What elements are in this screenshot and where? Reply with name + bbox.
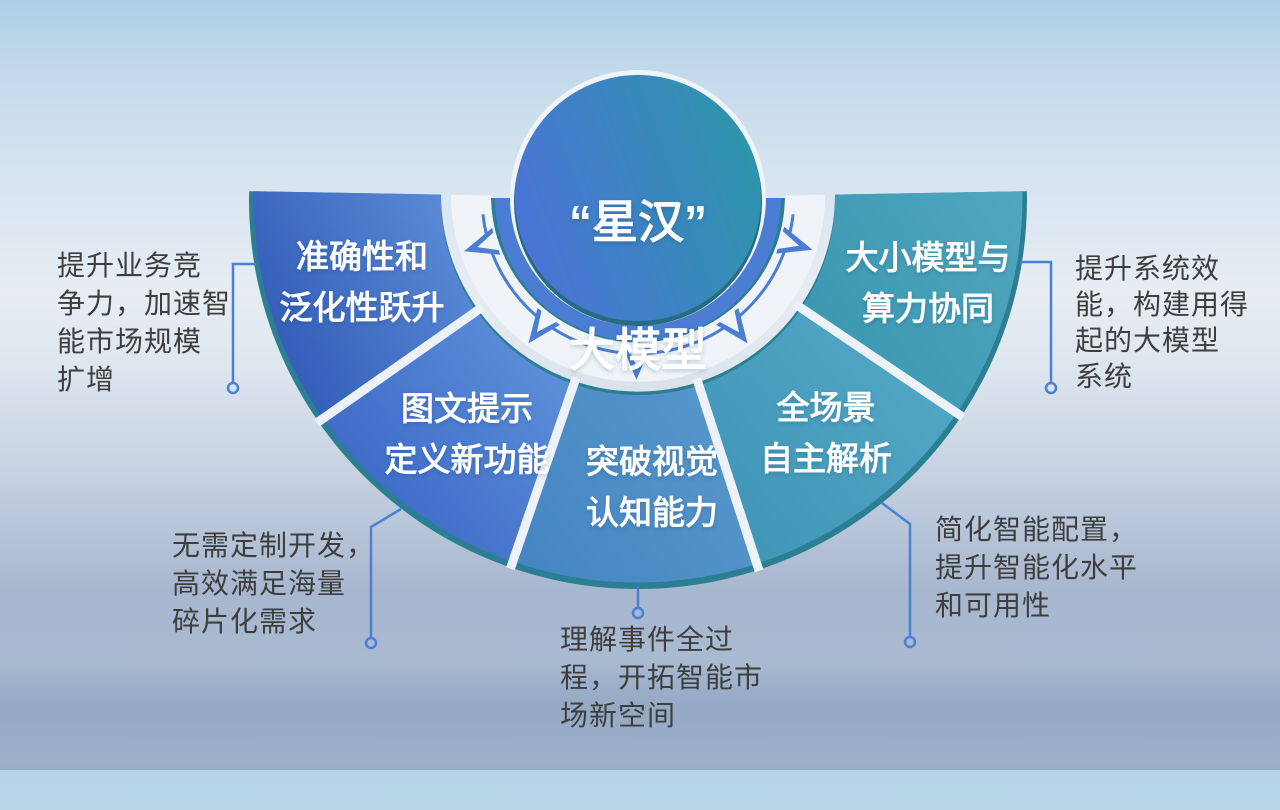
segment-separator <box>792 300 966 421</box>
fan-segment-1 <box>253 191 477 419</box>
segment-label-prompt-new-functions: 图文提示 定义新功能 <box>384 390 550 478</box>
inner-band <box>495 198 781 341</box>
segment-separator <box>692 377 764 573</box>
flow-arrow-notch <box>477 231 501 251</box>
annotation-bottom-right: 简化智能配置， 提升智能化水平 和可用性 <box>935 514 1139 621</box>
segment-label-visual-cognition: 突破视觉 认知能力 <box>586 443 718 531</box>
segment-separator <box>314 303 485 427</box>
fan-segment-3 <box>512 384 757 583</box>
infographic-canvas: “星汉” 大模型 准确性和 泛化性跃升 图文提示 定义新功能 突破视觉 认知能力… <box>0 70 1280 810</box>
fan-segment-2 <box>323 311 574 562</box>
connector-line <box>881 502 912 636</box>
flow-arrow-notch <box>718 309 740 333</box>
annotation-bottom-middle: 理解事件全过 程，开拓智能市 场新空间 <box>560 624 764 731</box>
center-circle <box>515 75 761 321</box>
flow-arrow-notch <box>775 230 800 250</box>
connector-line <box>369 507 402 637</box>
connector-dot <box>903 635 917 649</box>
fan-diagram <box>226 70 1058 650</box>
white-ring <box>451 194 825 382</box>
connector-lines <box>226 260 1058 650</box>
connector-line <box>231 262 256 382</box>
center-title-line1: “星汉” <box>569 196 707 248</box>
center-title-line2: 大模型 <box>569 324 707 376</box>
connector-dot <box>631 606 645 620</box>
annotation-right: 提升系统效 能，构建用得 起的大模型 系统 <box>1075 253 1250 392</box>
connector-dot <box>226 381 240 395</box>
fan-segment-5 <box>801 191 1023 413</box>
segment-separator <box>506 376 581 571</box>
center-model-title: “星汉” 大模型 <box>478 126 798 446</box>
segment-label-full-scene-parsing: 全场景 自主解析 <box>760 389 892 477</box>
annotation-left: 提升业务竞 争力，加速智 能市场规模 扩增 <box>57 250 232 395</box>
segment-label-accuracy-generalization: 准确性和 泛化性跃升 <box>279 238 445 326</box>
connector-line <box>1020 260 1053 382</box>
flow-arrow-notch <box>626 344 647 366</box>
annotation-bottom-left: 无需定制开发， 高效满足海量 碎片化需求 <box>172 530 376 637</box>
connector-dot <box>364 636 378 650</box>
flow-arrow-notch <box>536 309 558 333</box>
segment-label-model-compute-synergy: 大小模型与 算力协同 <box>845 239 1011 327</box>
connector-dot <box>1044 381 1058 395</box>
